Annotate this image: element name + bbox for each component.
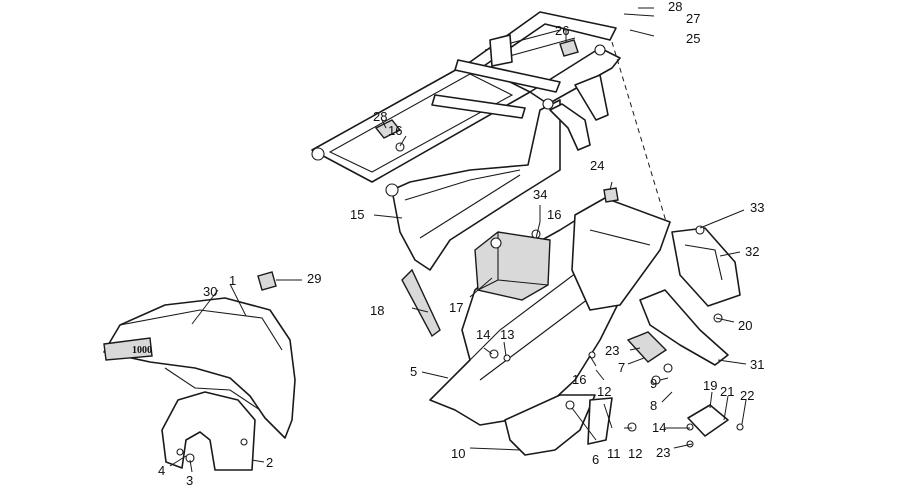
callout-15: 15 <box>350 207 364 222</box>
callout-2: 2 <box>266 455 273 470</box>
callout-16a: 16 <box>388 123 402 138</box>
callout-4: 4 <box>158 463 165 478</box>
assembly-line <box>611 41 669 229</box>
callout-28a: 28 <box>668 0 682 14</box>
callout-28b: 28 <box>373 109 387 124</box>
callout-25: 25 <box>686 31 700 46</box>
leader-lines <box>169 7 747 473</box>
rear-fender <box>401 187 744 456</box>
callout-6: 6 <box>592 452 599 467</box>
callout-10: 10 <box>451 446 465 461</box>
front-mudguard: 1000 <box>103 271 296 471</box>
callout-16c: 16 <box>572 372 586 387</box>
callout-9: 9 <box>650 376 657 391</box>
callout-20: 20 <box>738 318 752 333</box>
mudguard-logo-text: 1000 <box>132 345 152 356</box>
callout-21: 21 <box>720 384 734 399</box>
callout-labels: 1 2 3 4 5 6 7 8 9 10 11 12 12 13 14 14 1… <box>158 0 764 488</box>
callout-23b: 23 <box>656 445 670 460</box>
callout-24: 24 <box>590 158 604 173</box>
callout-26: 26 <box>555 23 569 38</box>
callout-23a: 23 <box>605 343 619 358</box>
callout-13: 13 <box>500 327 514 342</box>
callout-22: 22 <box>740 388 754 403</box>
callout-17: 17 <box>449 300 463 315</box>
callout-14b: 14 <box>652 420 666 435</box>
callout-29: 29 <box>307 271 321 286</box>
callout-14a: 14 <box>476 327 490 342</box>
callout-16b: 16 <box>547 207 561 222</box>
callout-5: 5 <box>410 364 417 379</box>
callout-3: 3 <box>186 473 193 488</box>
callout-18: 18 <box>370 303 384 318</box>
callout-12b: 12 <box>628 446 642 461</box>
callout-1: 1 <box>229 273 236 288</box>
callout-34: 34 <box>533 187 547 202</box>
callout-30: 30 <box>203 284 217 299</box>
rear-subframe <box>311 11 621 271</box>
callout-27: 27 <box>686 11 700 26</box>
callout-31: 31 <box>750 357 764 372</box>
callout-11: 11 <box>607 446 621 461</box>
callout-19: 19 <box>703 378 717 393</box>
callout-33: 33 <box>750 200 764 215</box>
callout-12a: 12 <box>597 384 611 399</box>
callout-32: 32 <box>745 244 759 259</box>
callout-7: 7 <box>618 360 625 375</box>
callout-8: 8 <box>650 398 657 413</box>
